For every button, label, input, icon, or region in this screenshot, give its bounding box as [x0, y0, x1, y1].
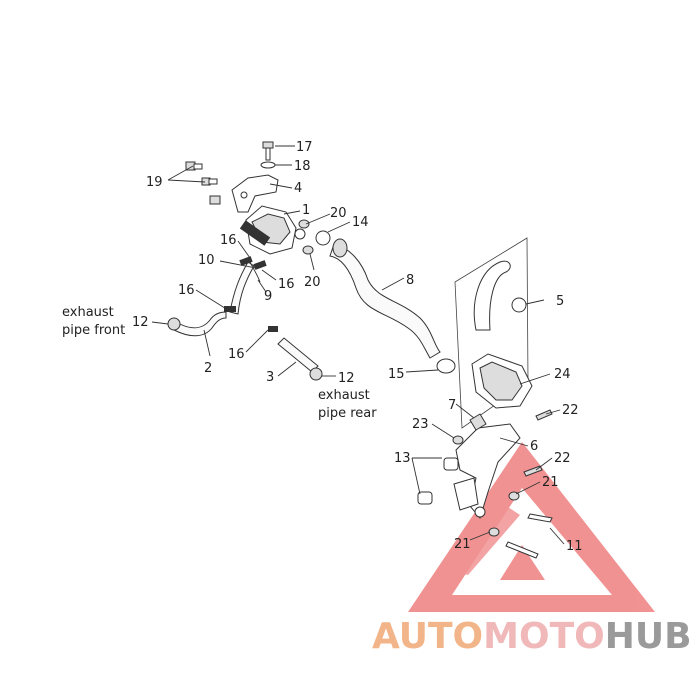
callout-4: 4 — [294, 181, 302, 196]
exhaust-front-note: exhaust pipe front — [62, 305, 125, 338]
callout-3: 3 — [266, 370, 274, 385]
callout-16c: 16 — [178, 283, 195, 298]
callout-9: 9 — [264, 289, 272, 304]
exhaust-rear-line2: pipe rear — [318, 406, 377, 421]
callout-17: 17 — [296, 140, 313, 155]
part-bracket-4 — [209, 174, 279, 213]
callout-2: 2 — [204, 361, 212, 376]
callout-20a: 20 — [330, 206, 347, 221]
callout-22b: 22 — [554, 451, 571, 466]
callout-18: 18 — [294, 159, 311, 174]
callout-23: 23 — [412, 417, 429, 432]
part-hose-8 — [329, 238, 441, 359]
callout-12a: 12 — [132, 315, 149, 330]
exhaust-rear-line1: exhaust — [318, 388, 370, 403]
callout-16a: 16 — [220, 233, 237, 248]
part-spacers-13 — [417, 457, 459, 505]
callout-15: 15 — [388, 367, 405, 382]
part-nut-23 — [452, 435, 464, 445]
part-hose-3 — [268, 326, 323, 381]
callout-16b: 16 — [278, 277, 295, 292]
part-clamp-14 — [315, 230, 331, 246]
callout-6: 6 — [530, 439, 538, 454]
callout-20b: 20 — [304, 275, 321, 290]
part-valve-1 — [239, 205, 306, 255]
part-bolts-11 — [505, 513, 553, 559]
watermark-logo-mark — [408, 442, 655, 612]
part-airbox-24 — [471, 353, 533, 409]
watermark-text: AUTOMOTOHUB — [372, 616, 692, 657]
callout-22a: 22 — [562, 403, 579, 418]
callout-19: 19 — [146, 175, 163, 190]
callout-11: 11 — [566, 539, 583, 554]
callout-14: 14 — [352, 215, 369, 230]
callout-24: 24 — [554, 367, 571, 382]
callout-16d: 16 — [228, 347, 245, 362]
watermark-moto: MOTO — [483, 616, 605, 657]
callout-8: 8 — [406, 273, 414, 288]
callout-21a: 21 — [542, 475, 559, 490]
exhaust-front-line1: exhaust — [62, 305, 114, 320]
watermark-auto: AUTO — [372, 616, 483, 657]
part-clamp-15 — [436, 358, 456, 374]
callout-10: 10 — [198, 253, 215, 268]
part-hose-2 — [167, 311, 227, 337]
callout-21b: 21 — [454, 537, 471, 552]
part-bolt-17 — [262, 141, 274, 161]
callout-1: 1 — [302, 203, 310, 218]
leader-lines — [151, 145, 565, 545]
callout-12b: 12 — [338, 371, 355, 386]
callout-13: 13 — [394, 451, 411, 466]
exhaust-front-line2: pipe front — [62, 323, 125, 338]
callout-5: 5 — [556, 294, 564, 309]
part-bracket-6 — [453, 423, 521, 520]
watermark-hub: HUB — [605, 616, 692, 657]
part-nut-20b — [302, 245, 314, 255]
exhaust-rear-note: exhaust pipe rear — [318, 388, 377, 421]
callout-7: 7 — [448, 398, 456, 413]
callout-labels: 17 18 19 4 1 20 14 16 10 16 20 8 9 16 5 … — [132, 140, 583, 554]
part-washer-18 — [260, 161, 276, 169]
part-hose-9-10 — [224, 256, 267, 315]
part-nut-20a — [298, 219, 310, 229]
